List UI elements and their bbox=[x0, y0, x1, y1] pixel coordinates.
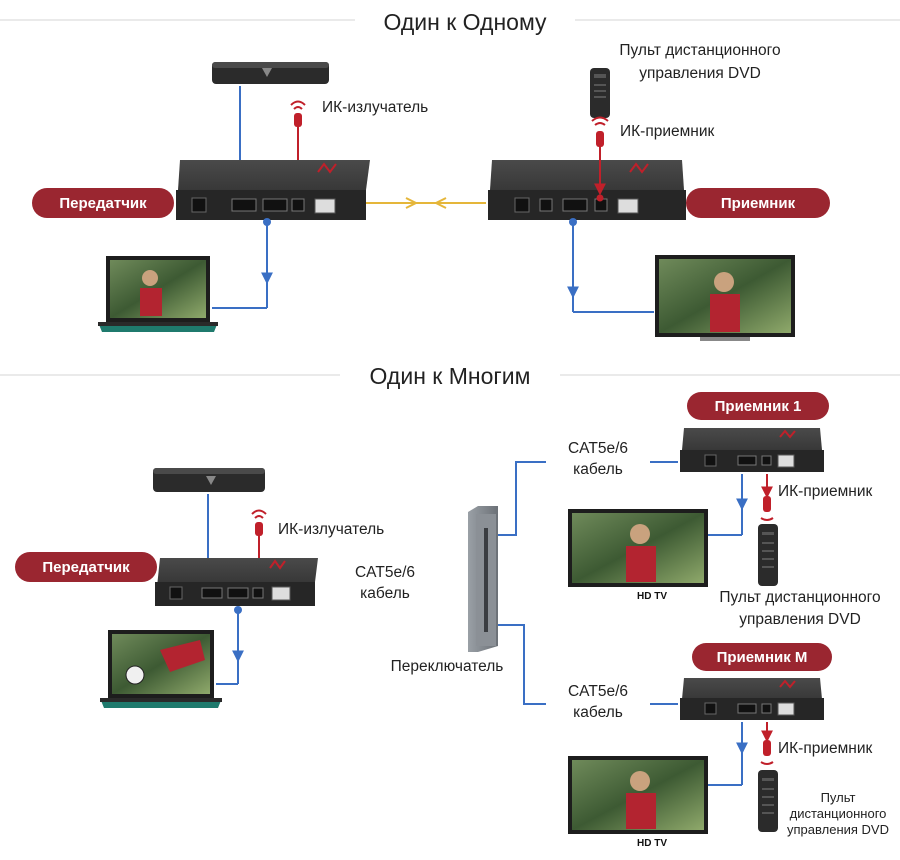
remote-control-icon bbox=[758, 770, 778, 832]
switch-label: Переключатель bbox=[391, 658, 504, 675]
receiver-1-device bbox=[680, 428, 824, 472]
tv-icon bbox=[655, 255, 795, 341]
remote-label-line2: дистанционного bbox=[790, 806, 887, 821]
receiver-m-device bbox=[680, 678, 824, 720]
port-dot bbox=[263, 218, 271, 226]
ir-receiver-label: ИК-приемник bbox=[778, 740, 872, 757]
dvd-player-icon bbox=[153, 468, 265, 492]
network-cable bbox=[498, 624, 546, 705]
remote-label-line1: Пульт дистанционного bbox=[719, 589, 880, 606]
ir-port-dot bbox=[596, 194, 604, 202]
section-one-to-many: Один к Многим ИК-излучатель bbox=[0, 363, 900, 849]
tv-label: HD TV bbox=[637, 838, 667, 849]
cable-label-line1: CAT5e/6 bbox=[568, 440, 628, 457]
receiver-m-pill: Приемник М bbox=[692, 643, 832, 671]
receiver-label: Приемник bbox=[721, 195, 796, 212]
ir-receiver-icon bbox=[591, 116, 609, 147]
ir-emitter-icon bbox=[251, 509, 267, 536]
laptop-icon bbox=[98, 256, 218, 332]
remote-label-line1: Пульт дистанционного bbox=[619, 42, 780, 59]
remote-label-line2: управления DVD bbox=[639, 65, 761, 82]
laptop-icon bbox=[100, 630, 222, 708]
remote-control-icon bbox=[590, 68, 610, 118]
receiver-1-pill: Приемник 1 bbox=[687, 392, 829, 420]
section-one-to-one: Один к Одному ИК-излучатель bbox=[0, 9, 900, 341]
remote-label-line1: Пульт bbox=[821, 790, 856, 805]
ir-receiver-icon bbox=[760, 740, 774, 765]
receiver-device bbox=[488, 160, 686, 220]
transmitter-pill: Передатчик bbox=[15, 552, 157, 582]
transmitter-label: Передатчик bbox=[59, 195, 147, 212]
section-title: Один к Многим bbox=[370, 363, 531, 389]
remote-label-line3: управления DVD bbox=[787, 822, 889, 837]
network-cable bbox=[498, 461, 546, 536]
ir-receiver-icon bbox=[760, 496, 774, 521]
cable-label-line2: кабель bbox=[360, 585, 410, 602]
transmitter-device bbox=[155, 558, 318, 606]
tv-label: HD TV bbox=[637, 591, 667, 602]
transmitter-pill: Передатчик bbox=[32, 188, 174, 218]
receiver-1-label: Приемник 1 bbox=[715, 398, 802, 415]
transmitter-label: Передатчик bbox=[42, 559, 130, 576]
tv-icon bbox=[568, 756, 708, 834]
cable-label-line1: CAT5e/6 bbox=[355, 564, 415, 581]
ir-emitter-icon bbox=[290, 100, 306, 127]
ir-receiver-label: ИК-приемник bbox=[778, 483, 872, 500]
ir-emitter-label: ИК-излучатель bbox=[322, 99, 428, 116]
cable-label-line1: CAT5e/6 bbox=[568, 683, 628, 700]
ir-emitter-label: ИК-излучатель bbox=[278, 521, 384, 538]
remote-control-icon bbox=[758, 524, 778, 586]
receiver-pill: Приемник bbox=[686, 188, 830, 218]
transmitter-device bbox=[176, 160, 370, 220]
ir-receiver-label: ИК-приемник bbox=[620, 123, 714, 140]
section-title: Один к Одному bbox=[383, 9, 547, 35]
cable-label-line2: кабель bbox=[573, 704, 623, 721]
dvd-player-icon bbox=[212, 62, 329, 84]
network-switch-icon bbox=[468, 506, 498, 652]
remote-label-line2: управления DVD bbox=[739, 611, 861, 628]
cable-label-line2: кабель bbox=[573, 461, 623, 478]
receiver-m-label: Приемник М bbox=[717, 649, 808, 666]
tv-icon bbox=[568, 509, 708, 587]
